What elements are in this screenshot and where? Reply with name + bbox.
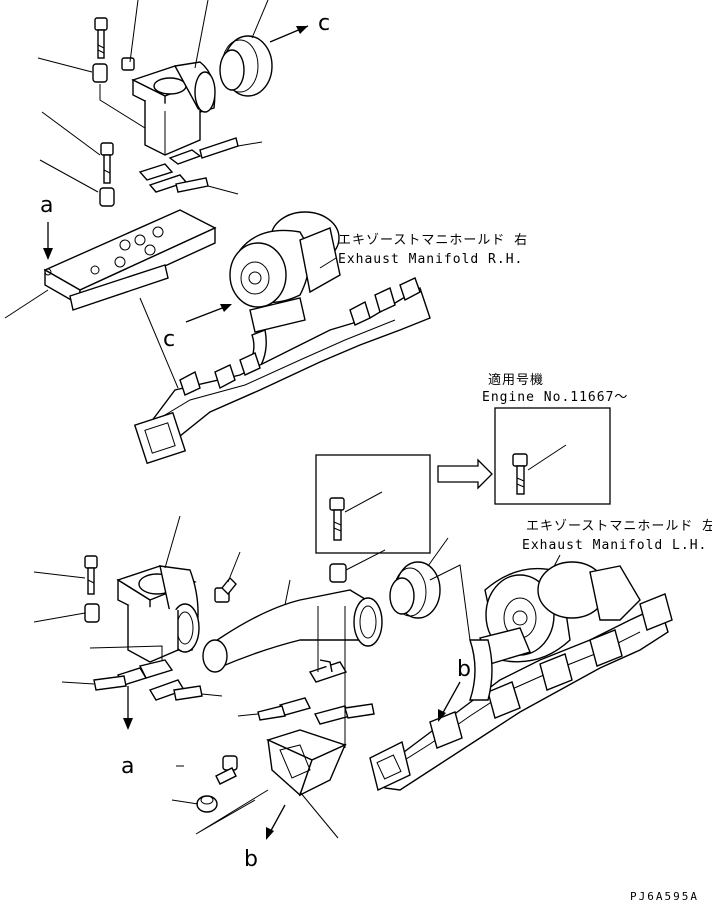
replacement-arrow: [437, 458, 493, 490]
exhaust-manifold-lh: [369, 593, 673, 791]
callout-b-bottom: b: [244, 847, 258, 872]
arrow-a-top: [43, 222, 53, 260]
arrow-b-bottom: [266, 804, 286, 840]
inset-new-bolt-frame: [494, 407, 611, 505]
callout-a-bottom: a: [121, 754, 134, 779]
manifold-rh-en: Exhaust Manifold R.H.: [338, 252, 523, 267]
inset-old-bolt-frame: [315, 454, 431, 554]
turbocharger-lh: [479, 561, 641, 665]
turbocharger-rh: [229, 211, 341, 333]
callout-b-right: b: [457, 657, 471, 682]
spacer-lower: [84, 603, 100, 623]
manifold-lh-en: Exhaust Manifold L.H.: [522, 538, 707, 553]
clamps-upper: [138, 137, 263, 195]
callout-c-top: c: [318, 11, 330, 36]
spacer-pipe-support: [329, 549, 386, 583]
arrow-a-bottom: [123, 686, 133, 730]
exhaust-manifold-rh: [133, 277, 431, 465]
arrow-c-top: [269, 25, 309, 43]
bolt-middle: [100, 142, 114, 184]
spacer-bracket: [171, 795, 218, 813]
callout-c-mid: c: [163, 327, 175, 352]
exhaust-pipe: [202, 589, 383, 673]
bellows-lower: [389, 561, 441, 619]
elbow-flange-lower: [116, 565, 200, 663]
drawing-code: PJ6A595A: [630, 890, 699, 903]
manifold-lh-jp: エキゾーストマニホールド 左: [526, 519, 712, 534]
bolt-top: [94, 17, 108, 59]
callout-a-top: a: [40, 193, 53, 218]
heat-shield-plate: [43, 209, 217, 311]
inset-new-bolt: [512, 444, 567, 495]
small-bolt-lower: [214, 576, 237, 603]
arrow-c-mid: [185, 304, 232, 323]
elbow-flange-upper: [131, 61, 216, 156]
support-clamps: [237, 606, 375, 748]
spacer-top: [92, 63, 108, 83]
manifold-rh-jp: エキゾーストマニホールド 右: [338, 233, 528, 248]
bellows-upper: [219, 35, 273, 97]
bolt-bracket: [176, 755, 238, 785]
spacer-middle: [99, 187, 115, 207]
small-bolt-top: [121, 57, 135, 71]
mounting-bracket: [266, 729, 347, 797]
clamps-lower: [61, 645, 223, 701]
serial-jp: 適用号機: [488, 372, 544, 388]
serial-en: Engine No.11667～: [482, 390, 628, 405]
inset-old-bolt: [329, 491, 383, 541]
bolt-lower: [84, 555, 98, 595]
arrow-b-right: [438, 681, 461, 722]
